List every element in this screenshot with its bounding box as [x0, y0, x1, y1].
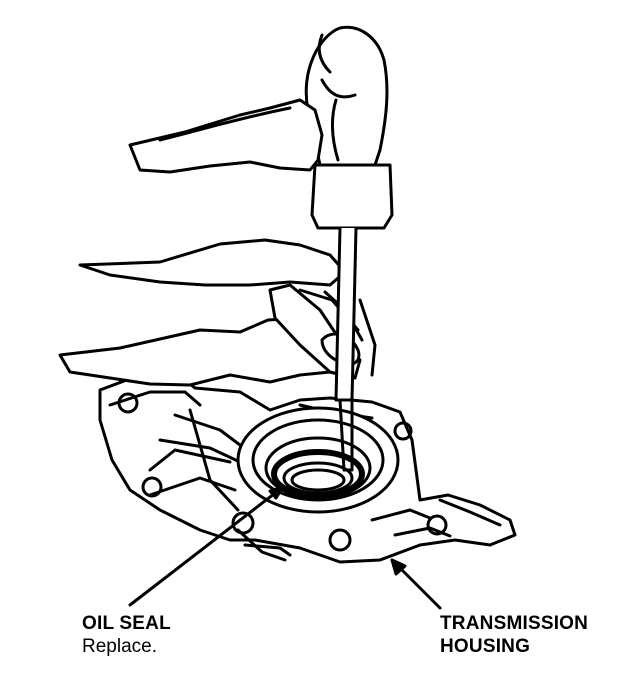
- oil-seal: [271, 449, 365, 499]
- housing-leader: [390, 558, 442, 610]
- screwdriver: [304, 25, 394, 472]
- transmission-housing-line2: HOUSING: [440, 636, 531, 657]
- transmission-housing-label: TRANSMISSION HOUSING: [440, 612, 588, 658]
- oil-seal-title: OIL SEAL: [82, 613, 171, 634]
- hand: [58, 238, 377, 387]
- oil-seal-label: OIL SEAL Replace.: [82, 612, 171, 658]
- transmission-housing-line1: TRANSMISSION: [440, 613, 589, 634]
- oil-seal-leader: [128, 485, 285, 607]
- upper-hand: [128, 98, 324, 174]
- oil-seal-note: Replace.: [82, 636, 157, 657]
